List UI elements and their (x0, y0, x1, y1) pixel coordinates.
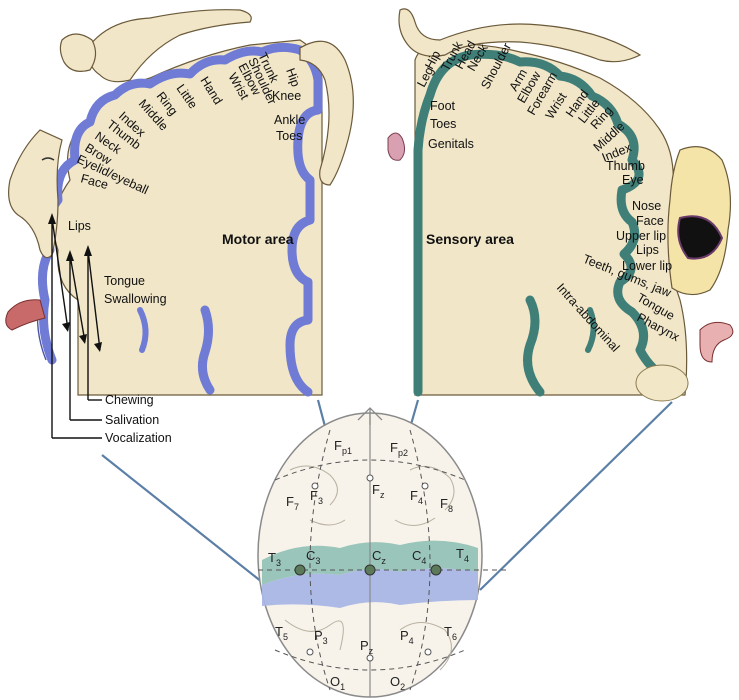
motor-label-lips: Lips (68, 219, 91, 233)
electrode-points (294, 474, 442, 662)
sensory-homunculus (387, 8, 734, 402)
arrowhead (79, 334, 87, 344)
brain-gyri (284, 465, 455, 671)
sensory-label-eye: Eye (622, 173, 644, 187)
arrowhead (62, 322, 70, 332)
motor-homunculus-leg (299, 40, 354, 186)
sensory-label-toes: Toes (430, 117, 456, 131)
sensory-homunculus-mouth (677, 215, 724, 260)
motor-sulcus (197, 305, 215, 395)
electrode-label-c4: C4 (412, 548, 426, 566)
sensory-label-lips: Lips (636, 243, 659, 257)
sensory-label-upper-lip: Upper lip (616, 229, 666, 243)
motor-cortex (36, 39, 323, 397)
nasion-marker (357, 407, 383, 425)
electrode-grid (258, 429, 508, 691)
motor-label-hip: Hip (283, 66, 303, 88)
arrowhead (84, 245, 92, 256)
electrode-label-cz: Cz (372, 548, 386, 566)
gyrus-line (289, 465, 338, 506)
electrode-dot (306, 648, 314, 656)
sensory-label-lower-lip: Lower lip (622, 259, 672, 273)
sensory-homunculus-arm (398, 8, 642, 63)
electrode-dot (294, 564, 306, 576)
motor-arrowheads (48, 213, 102, 352)
gyrus-line (399, 622, 452, 671)
electrode-label-c3: C3 (306, 548, 320, 566)
sensory-sulcus (523, 295, 545, 397)
sensory-homunculus-tongue (699, 321, 734, 363)
electrode-label-fz: Fz (372, 482, 385, 500)
electrode-label-pz: Pz (360, 638, 374, 656)
vocalization-label: Vocalization (105, 431, 172, 445)
motor-label-ankle: Ankle (274, 113, 305, 127)
gyrus-line (394, 517, 436, 526)
nasion-wing (357, 407, 383, 421)
motor-label-tongue: Tongue (104, 274, 145, 288)
sensory-label-nose: Nose (632, 199, 661, 213)
motor-connector-left (101, 454, 273, 591)
electrode-label-fp2: Fp2 (390, 440, 408, 458)
sensory-label-thumb: Thumb (606, 159, 645, 173)
sensory-cortex-inner-fold (585, 307, 597, 353)
motor-homunculus-arm (88, 9, 252, 83)
motor-label-toes: Toes (276, 129, 302, 143)
electrode-label-t4: T4 (456, 546, 469, 564)
electrode-label-p3: P3 (314, 628, 328, 646)
sensory-label-genitals: Genitals (428, 137, 474, 151)
electrode-labels: Fp1 Fp2 F7 F3 Fz F4 F8 T3 C3 Cz C4 T4 T5… (268, 438, 469, 692)
sensory-label-face: Face (636, 214, 664, 228)
grid-arc-lateral-right (409, 429, 431, 691)
electrode-label-t6: T6 (444, 624, 457, 642)
electrode-label-f3: F3 (310, 488, 323, 506)
electrode-dot (364, 564, 376, 576)
salivation-label: Salivation (105, 413, 159, 427)
gyrus-line (409, 465, 455, 511)
motor-homunculus-tongue (5, 299, 46, 331)
sensory-cortex (413, 43, 688, 397)
gyrus-line (284, 619, 344, 651)
arrowhead (94, 342, 102, 352)
sensory-cortex-band (413, 49, 677, 397)
electrode-dot (421, 482, 429, 490)
motor-homunculus-eye (41, 157, 55, 161)
electrode-dot (430, 564, 442, 576)
motor-label-face: Face (79, 171, 110, 192)
sensory-homunculus-viscera (635, 364, 689, 402)
brain-top-view (257, 407, 508, 698)
motor-homunculus-hand (59, 33, 97, 72)
electrode-label-fp1: Fp1 (334, 438, 352, 456)
motor-label-swallowing: Swallowing (104, 292, 167, 306)
motor-area-title: Motor area (222, 231, 294, 247)
electrode-label-p4: P4 (400, 628, 414, 646)
electrode-label-t5: T5 (275, 624, 288, 642)
electrode-label-f8: F8 (440, 496, 453, 514)
motor-function-labels: Chewing Salivation Vocalization (105, 393, 172, 445)
arrowhead (66, 250, 74, 261)
electrode-dot (366, 474, 374, 482)
electrode-label-f7: F7 (286, 494, 299, 512)
electrode-label-t3: T3 (268, 550, 281, 568)
electrode-dot (424, 648, 432, 656)
electrode-dot (366, 654, 374, 662)
motor-homunculus-face (8, 129, 63, 259)
grid-arc-lateral-left (309, 429, 331, 691)
sensory-homunculus-genitals (387, 132, 406, 161)
electrode-label-o1: O1 (330, 674, 345, 692)
electrode-label-f4: F4 (410, 488, 423, 506)
arrowhead (48, 213, 56, 224)
sensory-connector-right (479, 401, 673, 591)
motor-label-knee: Knee (272, 89, 301, 103)
electrode-label-o2: O2 (390, 674, 405, 692)
chewing-label: Chewing (105, 393, 154, 407)
gyrus-line (309, 519, 346, 526)
motor-cortex-inner-fold (137, 307, 149, 353)
electrode-dot (311, 482, 319, 490)
sensory-label-foot: Foot (430, 99, 456, 113)
sensory-area-title: Sensory area (426, 231, 514, 247)
motor-homunculus (5, 9, 354, 331)
